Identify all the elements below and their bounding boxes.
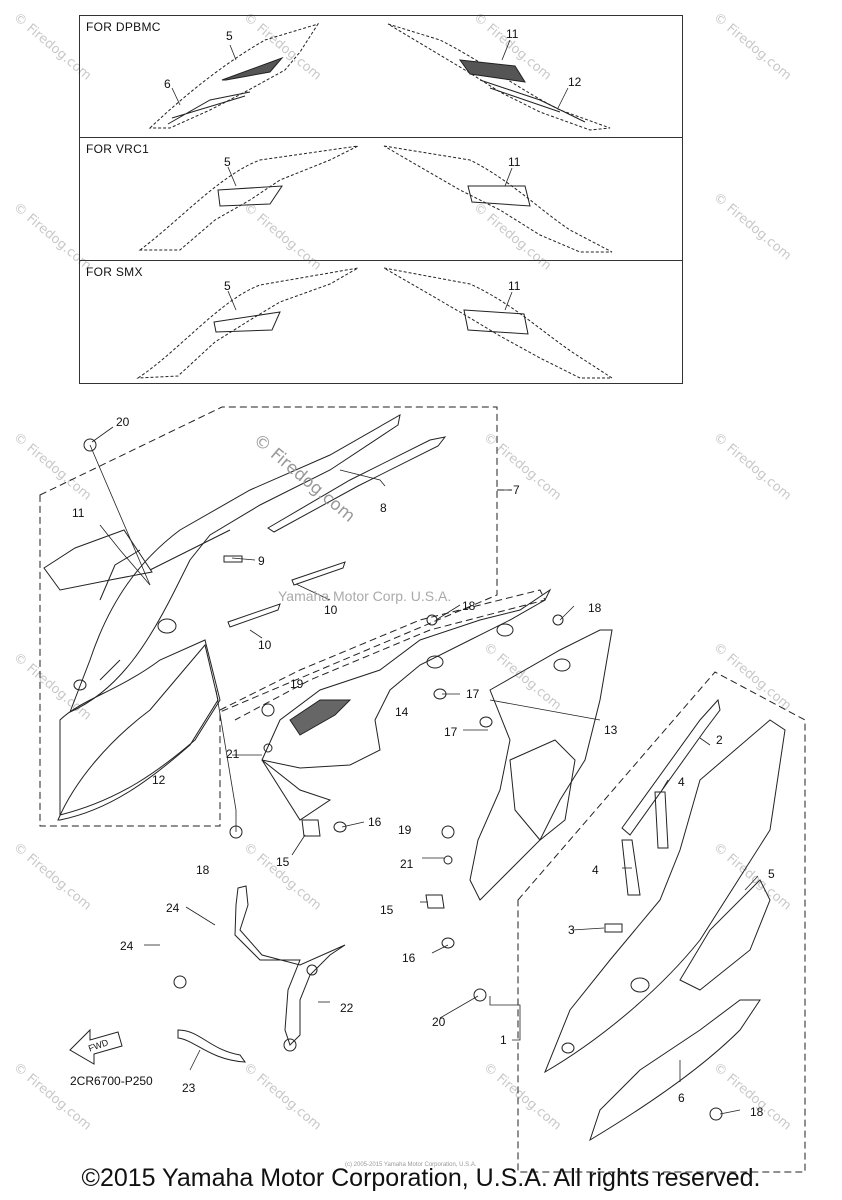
callout-8: 8 — [380, 501, 387, 515]
callout-10: 10 — [258, 638, 272, 652]
callout-5: 5 — [224, 279, 231, 293]
callout-4: 4 — [678, 775, 685, 789]
callout-11: 11 — [508, 279, 521, 293]
assembly-middle-outline — [219, 589, 546, 721]
cover-14 — [261, 588, 552, 821]
callout-11: 11 — [506, 27, 519, 41]
callout-12: 12 — [568, 75, 582, 89]
clip-3 — [604, 923, 623, 933]
diagram-code: 2CR6700-P250 — [70, 1074, 153, 1088]
callout-5: 5 — [224, 155, 231, 169]
callout-13: 13 — [604, 723, 618, 737]
callout-19: 19 — [398, 823, 412, 837]
callout-22: 22 — [340, 1001, 354, 1015]
callout-11: 11 — [508, 155, 521, 169]
callout-21: 21 — [400, 857, 414, 871]
box3-right-panel — [383, 267, 614, 379]
callout-3: 3 — [568, 923, 575, 937]
callout-15: 15 — [276, 855, 290, 869]
panel-12-left — [57, 643, 219, 821]
callout-5: 5 — [226, 29, 233, 43]
assembly-group-1-outline — [517, 671, 806, 1173]
bracket-22 — [173, 885, 346, 1052]
box1-left-panel — [148, 23, 320, 129]
box3-left-panel — [136, 267, 359, 379]
callout-15: 15 — [380, 903, 394, 917]
callout-21: 21 — [226, 747, 240, 761]
callout-17: 17 — [444, 725, 458, 739]
callouts: 5 6 11 12 5 11 5 11 20 7 8 11 9 10 10 12… — [72, 27, 775, 1119]
callout-24: 24 — [120, 939, 134, 953]
callout-18: 18 — [750, 1105, 764, 1119]
callout-23: 23 — [182, 1081, 196, 1095]
fasteners-right — [473, 988, 723, 1121]
panel-11-left — [43, 529, 153, 591]
callout-1: 1 — [500, 1033, 507, 1047]
cover-13 — [469, 629, 613, 901]
callout-16: 16 — [402, 951, 416, 965]
callout-18: 18 — [196, 863, 210, 877]
callout-12: 12 — [152, 773, 166, 787]
strip-8 — [267, 436, 447, 533]
strip-10 — [227, 561, 346, 628]
callout-18: 18 — [588, 601, 602, 615]
callout-19: 19 — [290, 677, 304, 691]
copyright-footer: ©2015 Yamaha Motor Corporation, U.S.A. A… — [81, 1164, 761, 1192]
center-watermark: Yamaha Motor Corp. U.S.A. — [278, 588, 452, 604]
callout-14: 14 — [395, 705, 409, 719]
strip-2 — [621, 698, 721, 836]
side-cover-left — [59, 414, 401, 816]
callout-2: 2 — [716, 733, 723, 747]
side-cover-right — [543, 719, 786, 1142]
clip-9 — [223, 555, 243, 563]
callout-20: 20 — [116, 415, 130, 429]
hose-23 — [177, 1029, 247, 1063]
variant-title: FOR SMX — [86, 265, 143, 279]
callout-4: 4 — [592, 863, 599, 877]
fwd-arrow — [69, 1028, 123, 1065]
box2-right-panel — [383, 145, 613, 253]
variant-box-smx: FOR SMX — [79, 260, 683, 384]
callout-16: 16 — [368, 815, 382, 829]
fine-print: (c) 2005-2015 Yamaha Motor Corporation, … — [345, 1162, 477, 1168]
callout-24: 24 — [166, 901, 180, 915]
callout-9: 9 — [258, 554, 265, 568]
callout-10: 10 — [324, 603, 338, 617]
callout-6: 6 — [164, 77, 171, 91]
callout-20: 20 — [432, 1015, 446, 1029]
variant-title: FOR DPBMC — [86, 20, 161, 34]
strip-4 — [621, 791, 669, 896]
nuts-middle — [261, 614, 564, 949]
callout-5: 5 — [768, 867, 775, 881]
variant-title: FOR VRC1 — [86, 142, 150, 156]
callout-7: 7 — [513, 483, 520, 497]
callout-11: 11 — [72, 506, 85, 520]
leader-lines — [89, 39, 759, 1115]
box1-right-panel — [387, 23, 611, 131]
callout-18: 18 — [462, 599, 476, 613]
callout-17: 17 — [466, 687, 480, 701]
callout-6: 6 — [678, 1091, 685, 1105]
box2-left-panel — [138, 145, 359, 251]
